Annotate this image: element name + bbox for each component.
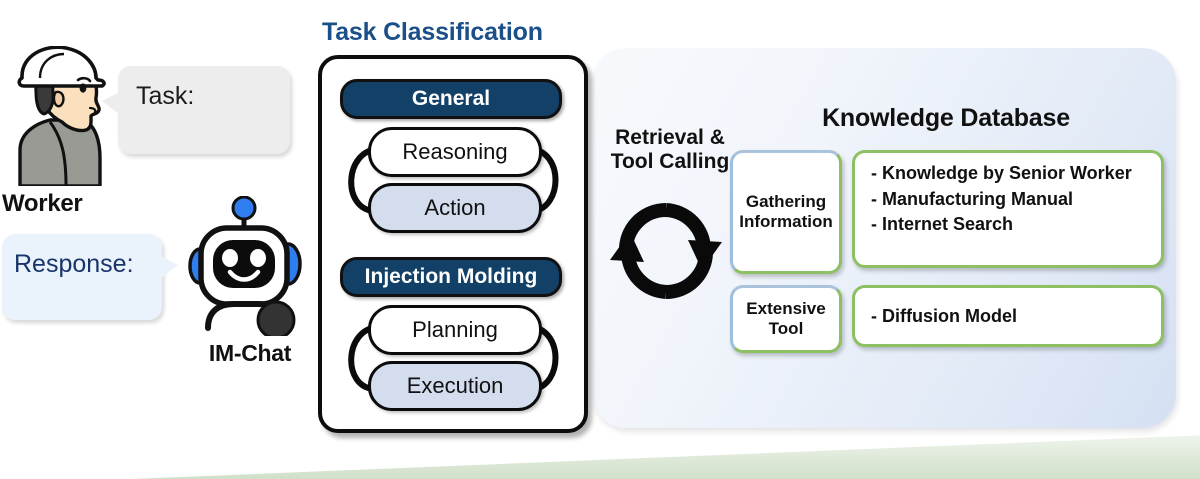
task-group-header-general[interactable]: General — [340, 79, 562, 119]
knowledge-item: - Manufacturing Manual — [871, 188, 1073, 209]
worker-hardhat-profile-icon — [6, 45, 110, 188]
extensive-tool-line1: Extensive — [746, 298, 826, 318]
task-step-action[interactable]: Action — [368, 183, 542, 233]
task-cycle-general: Reasoning Action — [322, 121, 584, 241]
task-bubble-tail — [102, 92, 120, 115]
response-bubble-tail — [160, 256, 178, 279]
knowledge-item: - Knowledge by Senior Worker — [871, 163, 1132, 183]
retrieval-title-line2: Tool Calling — [610, 150, 730, 174]
task-step-planning[interactable]: Planning — [368, 305, 542, 355]
task-speech-bubble: Task: — [102, 66, 290, 154]
knowledge-database-title: Knowledge Database — [822, 104, 1070, 132]
knowledge-item: - Internet Search — [871, 214, 1014, 235]
knowledge-category-gathering-information[interactable]: Gathering Information — [730, 150, 842, 274]
retrieval-title-line1: Retrieval & — [615, 126, 725, 149]
extensive-tool-line2: Tool — [768, 319, 804, 338]
task-step-reasoning[interactable]: Reasoning — [368, 127, 542, 177]
circular-refresh-arrows-icon — [604, 196, 728, 306]
knowledge-items-gathering-information[interactable]: - Knowledge by Senior Worker - Manufactu… — [852, 150, 1164, 268]
worker-label: Worker — [2, 190, 83, 217]
knowledge-items-extensive-tool[interactable]: - Diffusion Model — [852, 285, 1164, 347]
gathering-information-line2: Information — [739, 212, 833, 231]
task-bubble-text: Task: — [136, 82, 195, 110]
task-classification-box: General Reasoning Action Injection Moldi… — [318, 55, 588, 433]
knowledge-category-extensive-tool[interactable]: Extensive Tool — [730, 285, 842, 353]
response-speech-bubble: Response: — [2, 234, 178, 320]
task-group-header-injection-molding[interactable]: Injection Molding — [340, 257, 562, 297]
task-cycle-injection-molding: Planning Execution — [322, 299, 584, 419]
gathering-information-line1: Gathering — [745, 191, 827, 211]
task-classification-title: Task Classification — [322, 18, 543, 46]
agent-label: IM-Chat — [208, 340, 292, 366]
robot-icon — [184, 195, 304, 340]
retrieval-tool-calling-title: Retrieval & Tool Calling — [596, 126, 744, 174]
response-bubble-text: Response: — [14, 250, 134, 278]
green-trapezoid-decoration — [0, 435, 1200, 479]
knowledge-item: - Diffusion Model — [871, 306, 1017, 326]
task-step-execution[interactable]: Execution — [368, 361, 542, 411]
